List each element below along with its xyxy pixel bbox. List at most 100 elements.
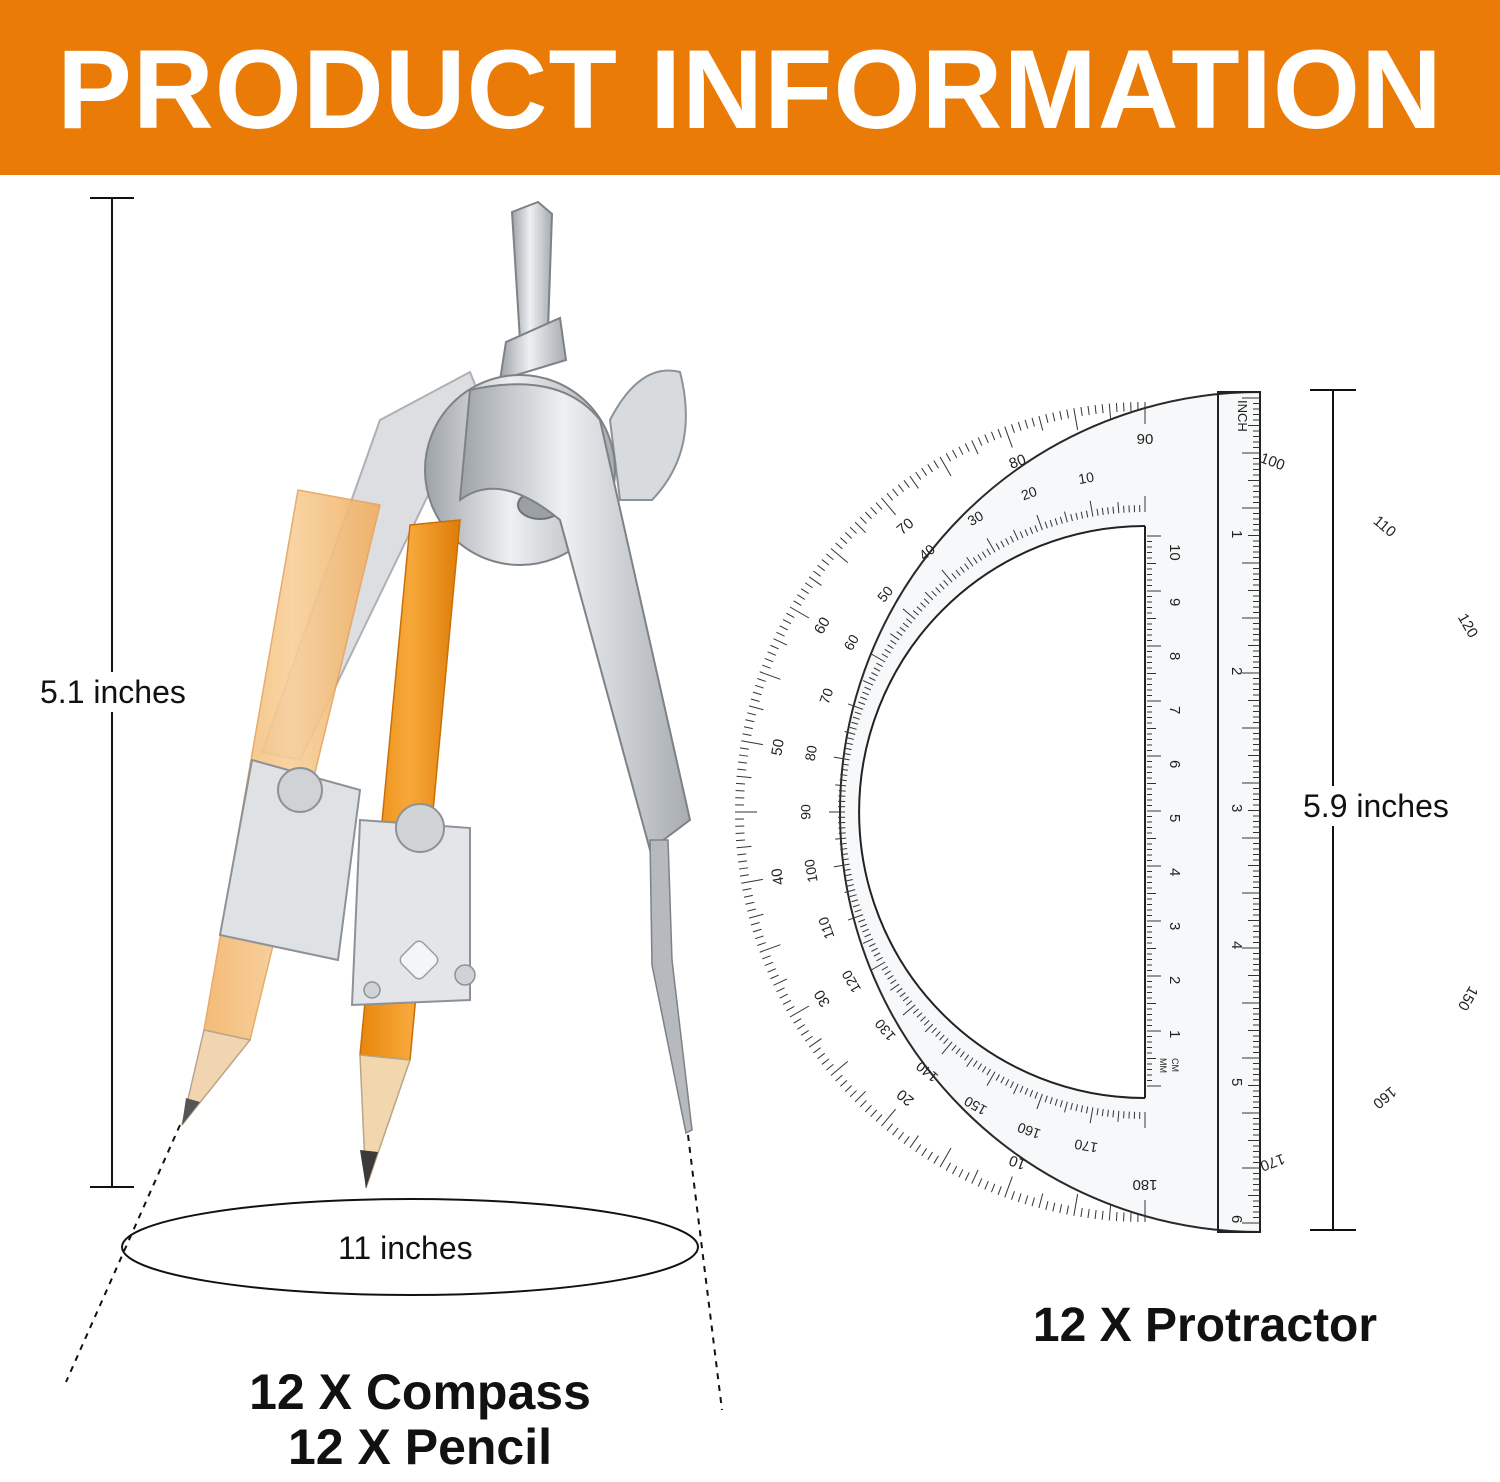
inner-tick [1101,1109,1104,1117]
inner-scale-label: 60 [840,631,862,653]
outer-tick [854,1090,867,1103]
inner-tick [959,566,965,573]
outer-tick [897,1131,905,1140]
compass-diameter-label: 11 inches [338,1230,473,1266]
inner-tick [902,1004,916,1016]
inner-scale-label: 90 [798,804,814,820]
inner-tick [964,563,970,570]
inner-tick [941,1041,953,1055]
outer-tick [737,768,747,771]
inner-tick [860,923,868,928]
inner-tick [1085,1106,1089,1114]
outer-tick [990,431,996,441]
inner-tick [1044,1095,1048,1103]
inner-tick [854,711,862,715]
outer-tick [915,1144,922,1153]
inner-tick [972,1060,978,1067]
inner-tick [902,608,916,620]
inner-tick [873,667,881,672]
outer-tick [821,1058,830,1065]
inner-tick [1009,535,1014,543]
outer-tick [927,1151,933,1160]
outer-tick [1094,404,1097,415]
outer-tick [997,1186,1002,1195]
outer-tick [875,502,883,510]
inner-tick [1059,516,1063,524]
outer-tick [844,532,853,539]
outer-scale-label: 180 [1132,1176,1157,1193]
inner-tick [951,1044,957,1051]
outer-tick [849,526,857,534]
outer-tick [743,894,753,898]
outer-tick [903,480,910,488]
outer-scale-label: 70 [894,515,918,539]
inner-tick [902,622,909,628]
outer-tick [997,429,1002,438]
outer-tick [1031,1197,1035,1207]
outer-tick [737,853,747,856]
inner-tick [1036,514,1043,531]
outer-tick [977,437,983,446]
inner-tick [1080,511,1084,519]
inner-tick [1075,1104,1079,1112]
outer-tick [826,1063,834,1071]
inner-tick [844,731,856,735]
outer-scale-label: 170 [1258,1150,1287,1175]
outer-tick [1017,1193,1022,1203]
outer-tick [748,705,764,711]
inner-tick [839,779,847,782]
outer-tick [1017,421,1022,431]
outer-tick [1080,406,1083,417]
inner-tick [1000,540,1005,548]
inner-tick [931,1027,937,1034]
outer-tick [742,733,752,736]
inner-tick [951,573,957,580]
inner-tick [906,1000,913,1006]
outer-scale-label: 30 [811,987,834,1010]
inner-tick [862,691,870,696]
inner-tick [871,672,878,677]
inner-tick [943,579,949,586]
outer-tick [1024,1195,1029,1205]
outer-tick [892,1127,899,1136]
inner-tick [912,610,919,616]
outer-tick [984,434,989,444]
outer-tick [886,493,894,501]
compass-height-label: 5.1 inches [40,672,186,712]
outer-tick [909,1135,919,1149]
inner-tick [986,1068,991,1076]
outer-tick [952,449,958,459]
outer-tick [747,908,757,912]
inner-tick [864,933,872,938]
inner-tick [841,858,849,861]
inner-tick [1005,1079,1010,1086]
inner-tick [1117,502,1120,514]
outer-tick [826,553,834,561]
outer-tick [830,548,849,563]
outer-tick [793,600,802,606]
inner-tick [840,774,848,776]
inner-tick [876,662,883,667]
inner-tick [1096,1108,1099,1116]
outer-tick [1073,1194,1079,1216]
outer-tick [971,1169,979,1184]
outer-scale-label: 20 [894,1086,918,1110]
outer-scale-label: 90 [1137,431,1154,448]
outer-tick [817,1052,826,1060]
outer-tick [859,516,867,524]
inner-tick [833,863,850,868]
inner-tick [841,763,849,766]
inner-tick [887,974,894,980]
inner-tick [977,1063,983,1070]
protractor-ruler-ticks [1147,397,1260,1224]
outer-tick [748,913,764,919]
inner-tick [873,952,881,957]
outer-tick [754,684,764,689]
inner-tick [840,853,848,856]
outer-tick [737,860,748,863]
inner-scale-label: 160 [1015,1119,1043,1142]
inner-tick [1024,529,1029,537]
inch-mark-label: 1 [1228,530,1245,538]
inner-tick [943,1038,949,1045]
cm-mark-label: 8 [1166,652,1183,660]
